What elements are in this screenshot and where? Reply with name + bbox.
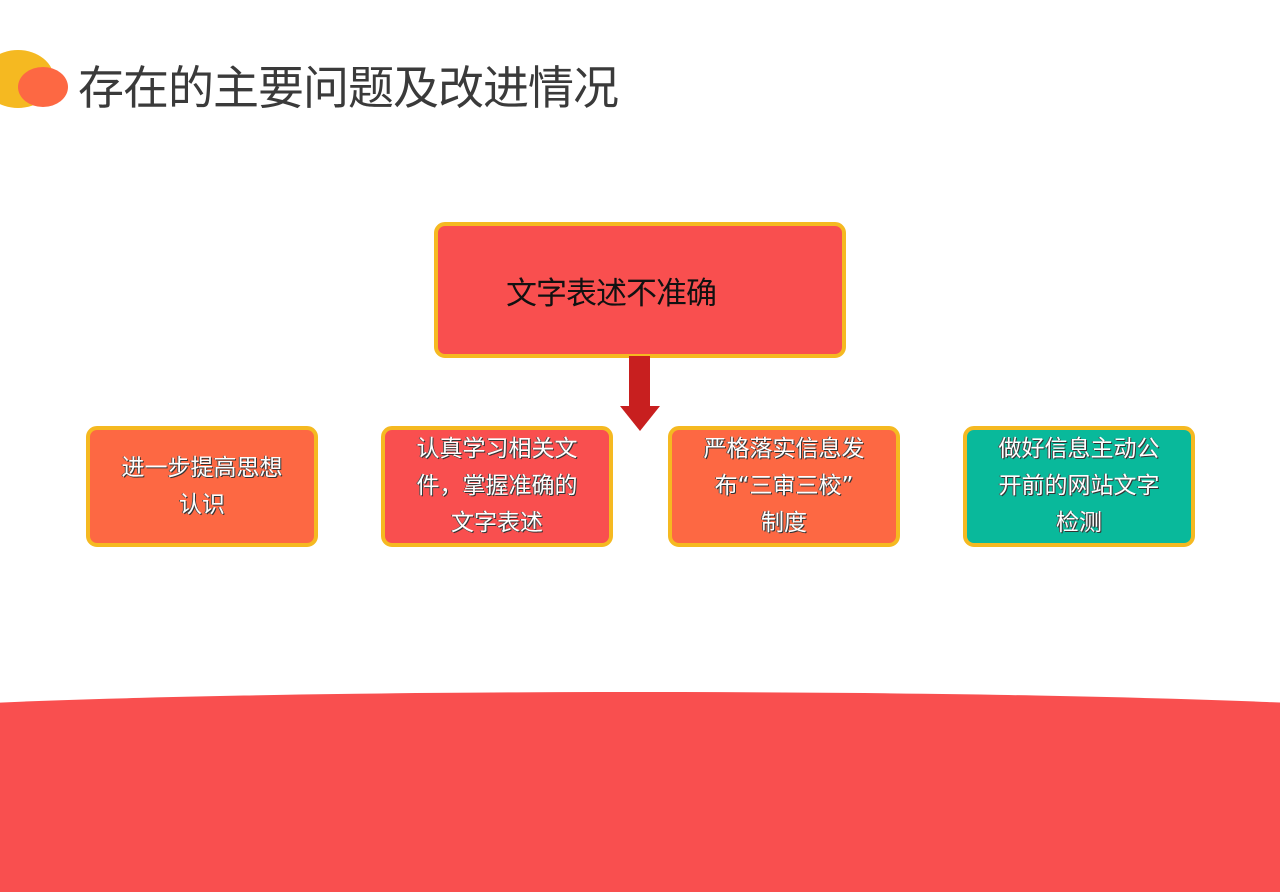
root-node-label: 文字表述不准确 [506, 275, 717, 312]
child-node-3: 严格落实信息发 布“三审三校” 制度 [668, 426, 900, 547]
child-node-label: 进一步提高思想 认识 [121, 454, 283, 518]
child-node-label: 认真学习相关文 件，掌握准确的 文字表述 [416, 436, 578, 536]
child-node-1: 进一步提高思想 认识 [86, 426, 318, 547]
logo-circle-orange-icon [18, 67, 68, 107]
down-arrow-icon [629, 356, 650, 408]
child-node-4: 做好信息主动公 开前的网站文字 检测 [963, 426, 1195, 547]
footer-band [0, 692, 1280, 892]
down-arrow-head-icon [620, 406, 660, 431]
slide-title: 存在的主要问题及改进情况 [78, 61, 619, 115]
root-node-box: 文字表述不准确 [434, 222, 846, 358]
child-node-label: 做好信息主动公 开前的网站文字 检测 [998, 436, 1160, 536]
child-node-label: 严格落实信息发 布“三审三校” 制度 [703, 436, 865, 536]
child-node-2: 认真学习相关文 件，掌握准确的 文字表述 [381, 426, 613, 547]
